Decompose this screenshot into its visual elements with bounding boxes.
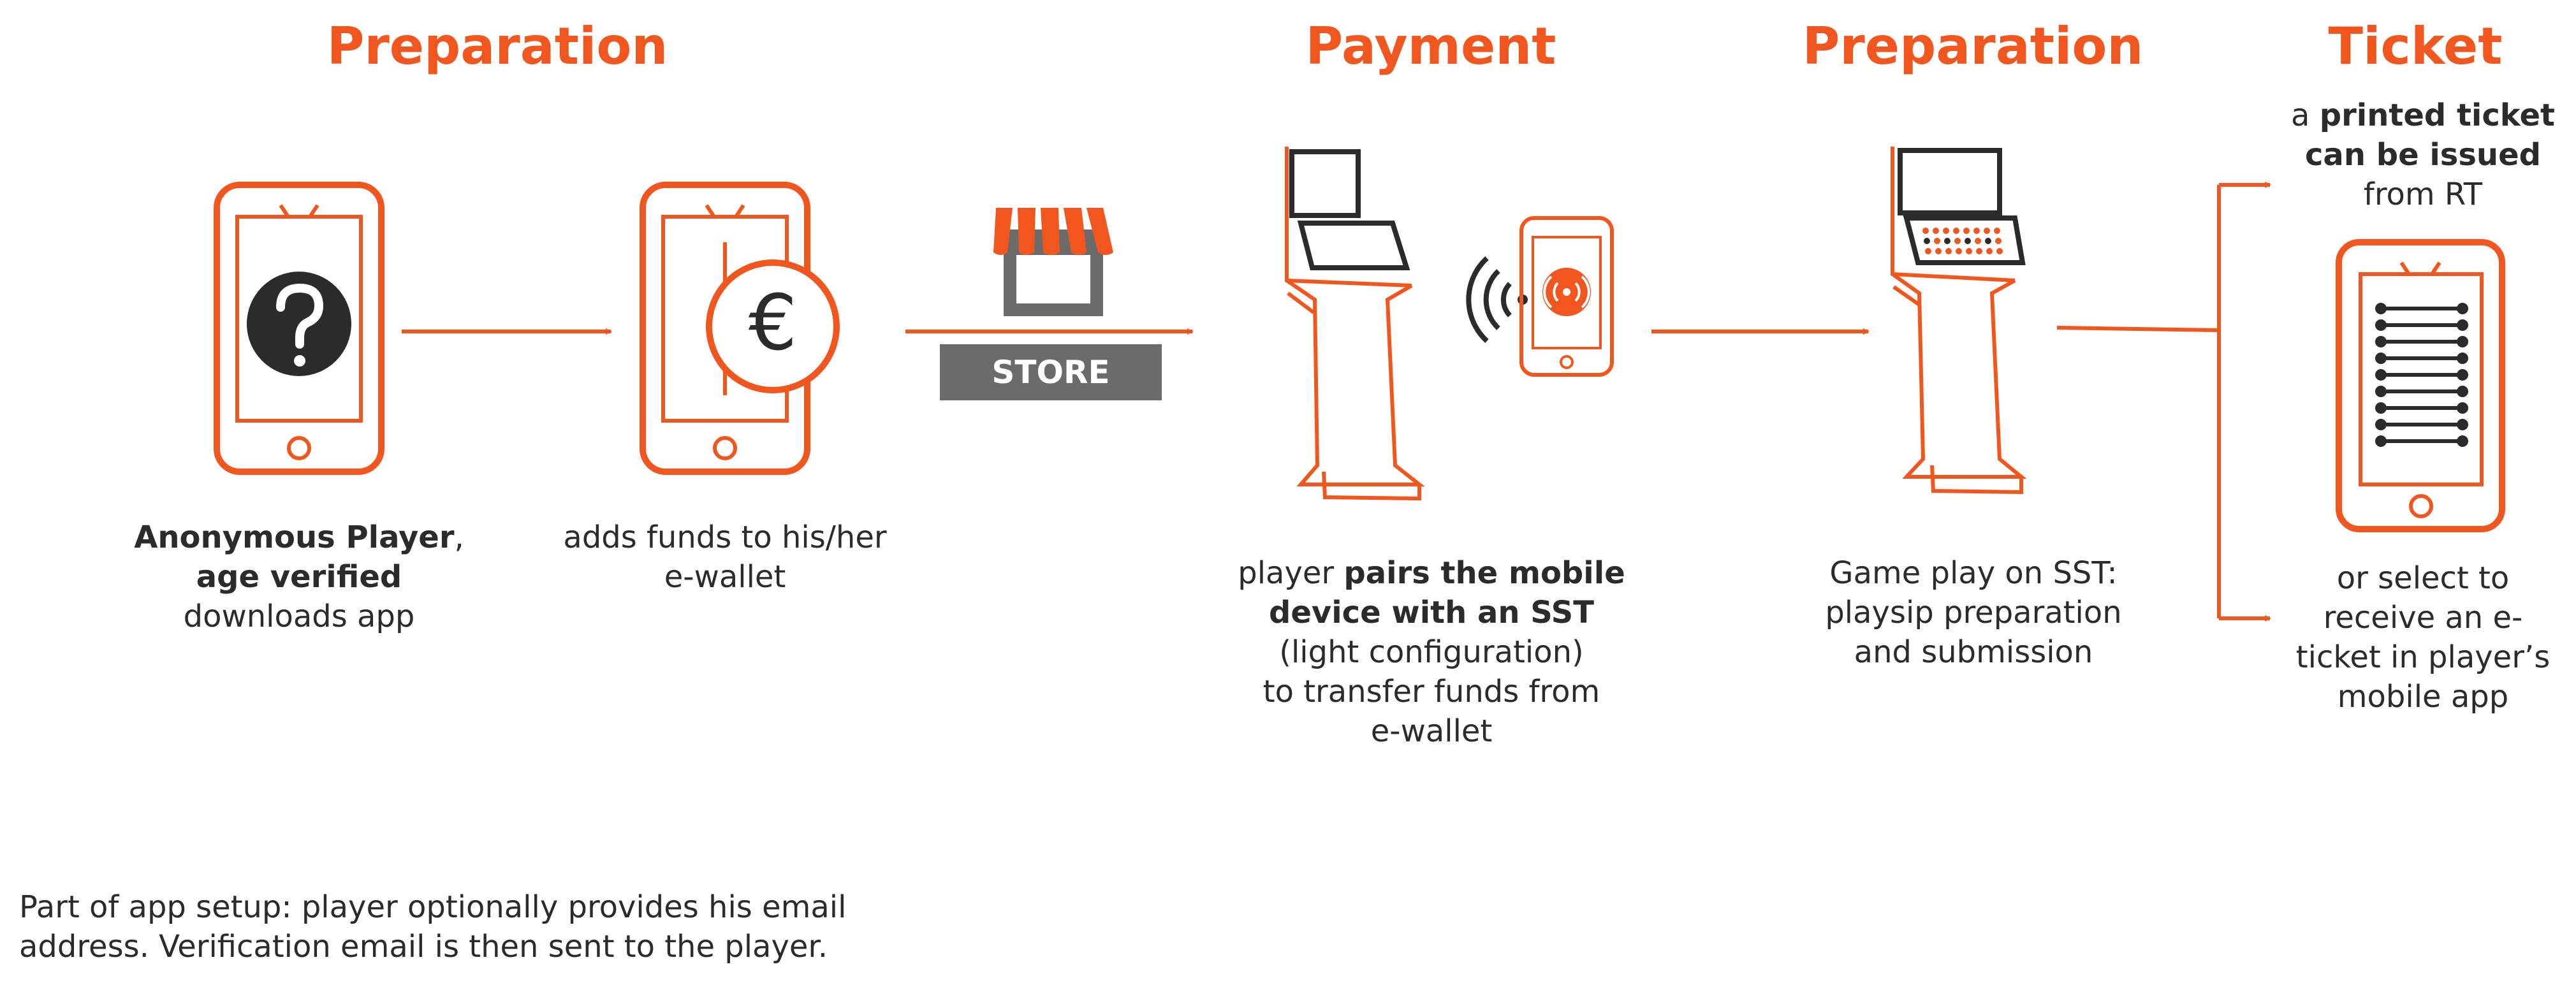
caption-step-3-bold2: device with an SST (1268, 595, 1594, 630)
caption-step-2: adds funds to his/her e-wallet (563, 518, 886, 597)
keypad-dots (1922, 228, 2003, 254)
nfc-phone-icon (1519, 216, 1614, 377)
caption-step-4: Game play on SST: playsip preparation an… (1825, 553, 2121, 672)
caption-step-4-line3: and submission (1854, 634, 2093, 670)
store-awning-icon (993, 208, 1113, 316)
footnote-line2: address. Verification email is then sent… (19, 929, 828, 965)
caption-ticket-bottom-line1: or select to (2336, 560, 2510, 596)
caption-step-3-pre: player (1238, 555, 1344, 591)
heading-ticket: Ticket (2328, 17, 2503, 76)
heading-preparation-2: Preparation (1802, 17, 2144, 76)
caption-step-3-line5: e-wallet (1370, 713, 1493, 749)
caption-step-1-bold2: age verified (196, 559, 402, 595)
caption-ticket-bottom-line2: receive an e- (2323, 600, 2523, 636)
caption-step-4-line1: Game play on SST: (1829, 555, 2118, 591)
caption-ticket-bottom: or select to receive an e- ticket in pla… (2296, 558, 2550, 717)
heading-preparation-1: Preparation (326, 17, 668, 76)
svg-text:€: € (749, 279, 797, 368)
caption-step-4-line2: playsip preparation (1825, 595, 2122, 630)
heading-payment: Payment (1305, 17, 1556, 76)
caption-step-1-line3: downloads app (183, 599, 415, 634)
caption-ticket-bottom-line4: mobile app (2337, 679, 2509, 715)
caption-step-3-line4: to transfer funds from (1262, 674, 1600, 710)
caption-ticket-top: a printed ticket can be issued from RT (2291, 96, 2555, 214)
question-icon (247, 272, 351, 376)
phone-question-icon (214, 182, 384, 475)
caption-ticket-top-line3: from RT (2363, 177, 2483, 212)
split-connector (2056, 182, 2271, 622)
kiosk-icon (1285, 147, 1425, 501)
phone-euro-icon: € (640, 182, 840, 475)
caption-step-1-bold: Anonymous Player (134, 520, 455, 555)
caption-step-3: player pairs the mobile device with an S… (1238, 553, 1625, 751)
caption-ticket-bottom-line3: ticket in player’s (2295, 639, 2550, 675)
caption-step-3-bold1: pairs the mobile (1343, 555, 1625, 591)
footnote-line1: Part of app setup: player optionally pro… (19, 889, 847, 925)
receipt-icon (2375, 303, 2468, 447)
caption-step-1-comma: , (454, 520, 464, 555)
caption-step-2-line2: e-wallet (664, 559, 786, 595)
nfc-icon (1542, 268, 1591, 316)
caption-step-2-line1: adds funds to his/her (563, 520, 887, 555)
euro-icon: € (706, 259, 840, 393)
caption-step-1: Anonymous Player, age verified downloads… (134, 518, 464, 636)
caption-ticket-top-bold1: printed ticket (2319, 98, 2555, 133)
footnote: Part of app setup: player optionally pro… (19, 887, 846, 966)
caption-step-3-line3: (light configuration) (1279, 634, 1584, 670)
phone-receipt-icon (2336, 239, 2505, 532)
wireless-icon (1466, 256, 1528, 343)
caption-ticket-top-pre: a (2291, 98, 2320, 133)
store-visit-label: STORE VISIT (940, 344, 1162, 447)
caption-ticket-top-bold2: can be issued (2304, 137, 2542, 173)
kiosk-keypad-icon (1891, 147, 2027, 495)
